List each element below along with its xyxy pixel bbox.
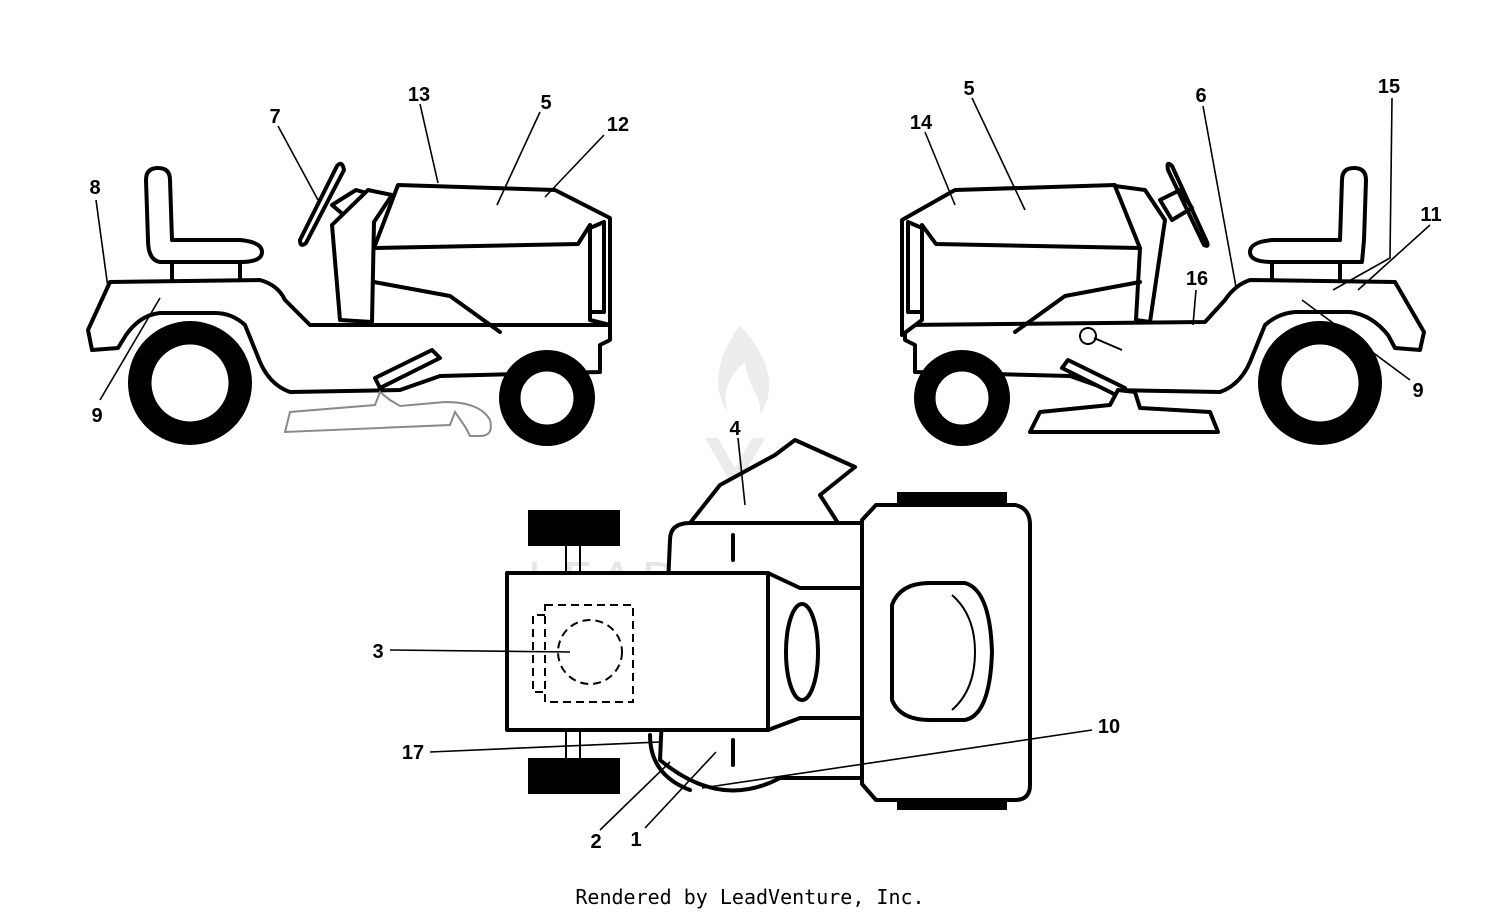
callout-top-17: 17 — [402, 742, 424, 764]
front-wheel-top — [528, 510, 620, 546]
callout-left-8: 8 — [89, 177, 100, 199]
hood — [372, 183, 612, 327]
callout-left-9: 9 — [91, 405, 102, 427]
front-wheel-bottom — [528, 758, 620, 794]
right-side-view — [900, 161, 1426, 446]
callout-right-5: 5 — [963, 78, 974, 100]
callout-top-2: 2 — [590, 831, 601, 853]
callout-top-3: 3 — [372, 641, 383, 663]
hood-lower — [1013, 280, 1142, 334]
hood — [900, 183, 1142, 337]
callout-top-10: 10 — [1098, 716, 1120, 738]
seat-back — [1248, 166, 1368, 264]
callout-top-1: 1 — [630, 829, 641, 851]
hood-top — [505, 571, 864, 732]
left-side-view — [86, 161, 612, 446]
chute-handle — [373, 348, 442, 390]
callout-labels: 8 7 13 5 12 9 14 5 6 15 11 16 9 4 3 17 1… — [89, 76, 1441, 853]
leader-lines — [95, 97, 1431, 831]
rear-wheel-top — [897, 492, 1007, 504]
callout-left-7: 7 — [269, 106, 280, 128]
callout-right-11: 11 — [1420, 204, 1441, 226]
callout-right-6: 6 — [1195, 85, 1206, 107]
footer-credit: Rendered by LeadVenture, Inc. — [575, 885, 925, 909]
callout-right-9: 9 — [1412, 380, 1423, 402]
callout-left-13: 13 — [408, 84, 430, 106]
engine-outline — [544, 604, 634, 703]
dash-panel — [1113, 184, 1167, 324]
seat-back — [144, 166, 264, 264]
discharge-chute — [688, 438, 857, 525]
callout-top-4: 4 — [729, 418, 741, 440]
callout-right-15: 15 — [1378, 76, 1400, 98]
mower-deck — [283, 390, 492, 437]
seat-top — [890, 581, 994, 722]
callout-left-5: 5 — [540, 92, 551, 114]
callout-right-16: 16 — [1186, 268, 1208, 290]
rear-fender — [903, 278, 1426, 394]
rear-fender — [86, 278, 612, 394]
hood-lower — [372, 280, 502, 334]
seat-post — [1270, 260, 1342, 282]
engine-circle — [557, 619, 623, 685]
dash-panel — [330, 188, 394, 324]
seat-post — [170, 260, 242, 282]
grille — [906, 220, 924, 314]
mower-deck — [1028, 388, 1220, 434]
steering-wheel — [298, 161, 346, 247]
steering-wheel — [1165, 161, 1210, 248]
top-view — [505, 438, 1032, 810]
callout-left-12: 12 — [607, 114, 629, 136]
grille — [588, 220, 606, 314]
steering-ellipse — [784, 602, 820, 702]
callout-right-14: 14 — [910, 112, 933, 134]
